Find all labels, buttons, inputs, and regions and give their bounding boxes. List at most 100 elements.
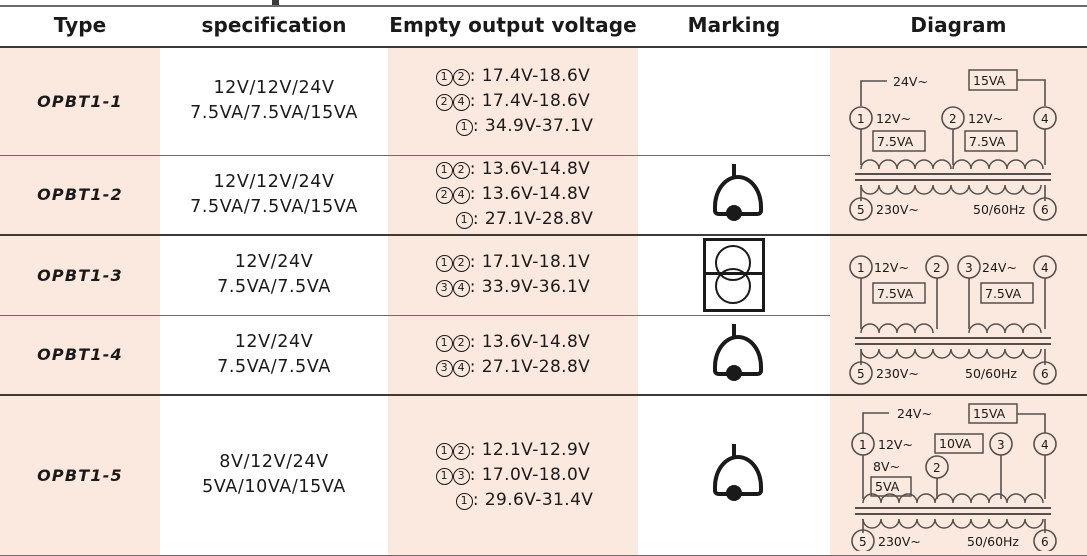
svg-text:5: 5 xyxy=(859,535,867,549)
terminal-number-icon: 1 xyxy=(435,442,453,460)
voltage-range: 17.4V-18.6V xyxy=(481,65,591,86)
cell-marking xyxy=(638,155,830,236)
bell-icon xyxy=(708,323,763,386)
svg-text:6: 6 xyxy=(1041,367,1049,381)
voltage-line: 1: 29.6V-31.4V xyxy=(388,488,638,513)
cell-specification: 12V/24V 7.5VA/7.5VA xyxy=(160,235,388,316)
diagram-opbt1-3-4: 1 2 3 4 12V~ 24V~ 7.5VA 7.5VA xyxy=(830,245,1087,385)
terminal-number-icon: 4 xyxy=(452,359,470,377)
terminal-number-icon: 2 xyxy=(452,334,470,352)
spec-powers: 7.5VA/7.5VA xyxy=(217,356,331,377)
voltage-range: 33.9V-36.1V xyxy=(481,277,591,298)
voltage-range: 12.1V-12.9V xyxy=(481,439,591,460)
top-rule xyxy=(0,5,1087,7)
diagram-label-frequency: 50/60Hz xyxy=(965,366,1017,381)
spec-powers: 7.5VA/7.5VA xyxy=(217,277,331,298)
header-row: Type specification Empty output voltage … xyxy=(0,7,1087,48)
cell-type: OPBT1-4 xyxy=(0,315,160,396)
terminal-number-icon: 4 xyxy=(452,93,470,111)
svg-text:1: 1 xyxy=(859,438,867,452)
diagram-label-15va: 15VA xyxy=(973,73,1006,88)
terminal-number-icon: 1 xyxy=(455,212,473,230)
spec-voltages: 12V/12V/24V xyxy=(213,171,335,192)
specification-table: Type specification Empty output voltage … xyxy=(0,7,1087,556)
terminal-number-icon: 1 xyxy=(435,334,453,352)
voltage-range: 13.6V-14.8V xyxy=(481,159,591,180)
diagram-label-frequency: 50/60Hz xyxy=(967,534,1019,549)
voltage-range: 17.1V-18.1V xyxy=(481,252,591,273)
marking-symbol xyxy=(638,444,830,506)
voltage-range: 13.6V-14.8V xyxy=(481,331,591,352)
diagram-label-va1: 7.5VA xyxy=(877,134,914,149)
diagram-label-sec1: 12V~ xyxy=(876,111,911,126)
spec-powers: 5VA/10VA/15VA xyxy=(202,477,346,498)
cell-type: OPBT1-1 xyxy=(0,47,160,156)
bell-clapper xyxy=(726,364,742,381)
terminal-number-icon: 4 xyxy=(452,280,470,298)
cell-specification: 12V/24V 7.5VA/7.5VA xyxy=(160,315,388,396)
transformer-circle-bottom xyxy=(715,268,751,305)
svg-text:5: 5 xyxy=(857,367,865,381)
bell-stem xyxy=(732,444,736,458)
diagram-label-sec: 12V~ xyxy=(878,437,913,452)
cell-type: OPBT1-3 xyxy=(0,235,160,316)
cell-specification: 12V/12V/24V 7.5VA/7.5VA/15VA xyxy=(160,155,388,236)
bell-stem xyxy=(732,323,736,337)
cell-specification: 8V/12V/24V 5VA/10VA/15VA xyxy=(160,395,388,556)
terminal-number-icon: 3 xyxy=(435,359,453,377)
diagram-label-va2: 7.5VA xyxy=(985,286,1022,301)
diagram-label-primary: 230V~ xyxy=(878,534,921,549)
column-header-type: Type xyxy=(0,7,160,48)
diagram-label-24v: 24V~ xyxy=(893,74,928,89)
cell-marking xyxy=(638,235,830,316)
bell-clapper xyxy=(726,204,742,221)
bell-icon xyxy=(708,163,763,226)
clipped-text-fragment xyxy=(272,0,279,5)
terminal-number-icon: 3 xyxy=(435,280,453,298)
svg-text:6: 6 xyxy=(1041,203,1049,217)
voltage-range: 27.1V-28.8V xyxy=(481,356,591,377)
svg-text:6: 6 xyxy=(1041,535,1049,549)
column-header-empty-output-voltage: Empty output voltage xyxy=(388,7,638,48)
terminal-number-icon: 2 xyxy=(435,187,453,205)
cell-specification: 12V/12V/24V 7.5VA/7.5VA/15VA xyxy=(160,47,388,156)
cell-diagram: 24V~ 15VA 1 2 4 12V~ 12V~ xyxy=(830,47,1087,236)
terminal-number-icon: 2 xyxy=(452,255,470,273)
voltage-range: 17.4V-18.6V xyxy=(481,90,591,111)
svg-text:1: 1 xyxy=(857,112,865,126)
svg-text:3: 3 xyxy=(997,438,1005,452)
spec-voltages: 12V/24V xyxy=(234,331,314,352)
svg-text:5: 5 xyxy=(857,203,865,217)
terminal-number-icon: 1 xyxy=(435,255,453,273)
diagram-label-frequency: 50/60Hz xyxy=(973,202,1025,217)
spec-voltages: 12V/24V xyxy=(234,252,314,273)
bell-clapper xyxy=(726,485,742,502)
diagram-label-primary: 230V~ xyxy=(876,202,919,217)
svg-text:4: 4 xyxy=(1041,438,1049,452)
svg-text:2: 2 xyxy=(933,261,941,275)
svg-text:2: 2 xyxy=(949,112,957,126)
cell-marking xyxy=(638,395,830,556)
cell-diagram: 24V~ 15VA 1 12V~ 10VA 3 xyxy=(830,395,1087,556)
diagram-label-5va: 5VA xyxy=(875,479,900,494)
column-header-marking: Marking xyxy=(638,7,830,48)
voltage-range: 34.9V-37.1V xyxy=(484,115,594,136)
spec-powers: 7.5VA/7.5VA/15VA xyxy=(190,103,358,124)
svg-text:3: 3 xyxy=(965,261,973,275)
terminal-number-icon: 4 xyxy=(452,187,470,205)
marking-symbol xyxy=(638,238,830,313)
diagram-label-15va: 15VA xyxy=(973,406,1006,421)
